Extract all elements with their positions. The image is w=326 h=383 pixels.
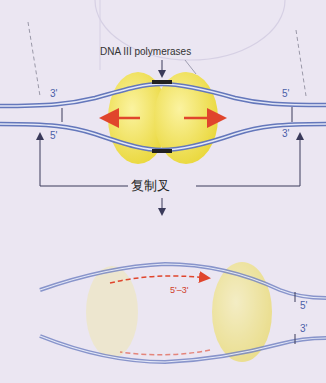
zoom-line [28, 22, 40, 96]
primer-bar [152, 80, 172, 84]
direction-arrow [184, 117, 222, 120]
zoom-circle [95, 0, 285, 60]
faint-line [100, 0, 101, 70]
strand-end-label: 3' [50, 88, 57, 99]
leader-line [185, 60, 196, 74]
primer-bar [152, 149, 172, 153]
fork-pointer [196, 134, 300, 186]
strand-end-label: 5' [282, 88, 289, 99]
direction-arrow [104, 117, 140, 120]
fork-pointer [40, 134, 128, 186]
direction-label: 5'–3' [170, 286, 188, 296]
end-tick [62, 108, 63, 122]
new-strand [110, 276, 208, 283]
strand-end-label: 3' [300, 323, 307, 334]
strand-end-label: 5' [50, 130, 57, 141]
strand-end-label: 3' [282, 128, 289, 139]
dna-strands [40, 264, 326, 362]
zoom-line [296, 30, 306, 96]
end-tick [295, 292, 296, 302]
end-tick [295, 334, 296, 344]
end-tick [292, 107, 293, 122]
fork-pointer [162, 198, 163, 214]
dna-strands [0, 84, 326, 150]
leader-line [162, 60, 163, 76]
fork-label: 复制叉 [131, 179, 170, 193]
part-label: DNA III polymerases [100, 46, 191, 57]
new-strand [120, 350, 210, 355]
strand-end-label: 5' [300, 300, 307, 311]
